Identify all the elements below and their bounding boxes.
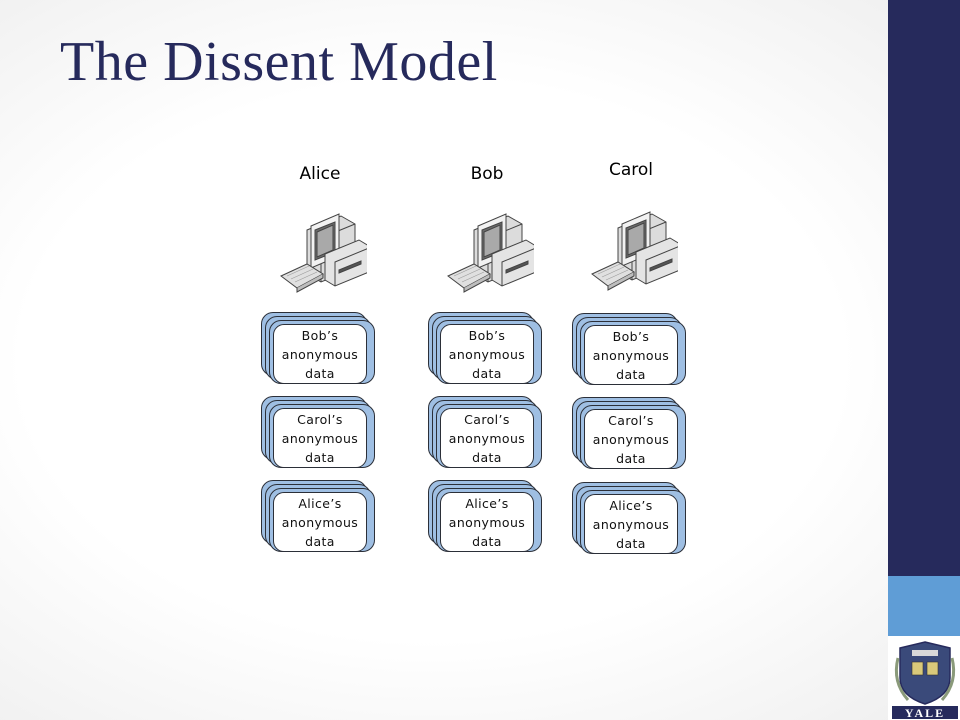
- yale-logo-text: YALE: [905, 706, 945, 720]
- data-stack: Carol’s anonymous data: [428, 396, 546, 472]
- anonymous-data-card: Carol’s anonymous data: [440, 408, 534, 468]
- column-name: Alice: [299, 164, 341, 184]
- anonymous-data-card: Bob’s anonymous data: [584, 325, 678, 385]
- data-stack: Carol’s anonymous data: [572, 397, 690, 473]
- computer-icon: [280, 213, 367, 293]
- data-stack: Alice’s anonymous data: [428, 480, 546, 556]
- data-stack: Bob’s anonymous data: [428, 312, 546, 388]
- anonymous-data-card: Bob’s anonymous data: [440, 324, 534, 384]
- slide-title: The Dissent Model: [60, 31, 498, 93]
- anonymous-data-card: Alice’s anonymous data: [584, 494, 678, 554]
- anonymous-data-card: Carol’s anonymous data: [584, 409, 678, 469]
- data-stack: Alice’s anonymous data: [572, 482, 690, 558]
- anonymous-data-card: Alice’s anonymous data: [440, 492, 534, 552]
- sidebar-dark-band: [888, 0, 960, 576]
- computer-icon: [447, 213, 534, 293]
- data-stack: Carol’s anonymous data: [261, 396, 379, 472]
- data-stack: Bob’s anonymous data: [572, 313, 690, 389]
- sidebar-accent-band: [888, 576, 960, 636]
- anonymous-data-card: Bob’s anonymous data: [273, 324, 367, 384]
- column-name: Carol: [608, 160, 654, 180]
- anonymous-data-card: Alice’s anonymous data: [273, 492, 367, 552]
- column-name: Bob: [470, 164, 504, 184]
- anonymous-data-card: Carol’s anonymous data: [273, 408, 367, 468]
- computer-icon: [591, 211, 678, 291]
- data-stack: Bob’s anonymous data: [261, 312, 379, 388]
- data-stack: Alice’s anonymous data: [261, 480, 379, 556]
- yale-logo: YALE: [892, 641, 958, 720]
